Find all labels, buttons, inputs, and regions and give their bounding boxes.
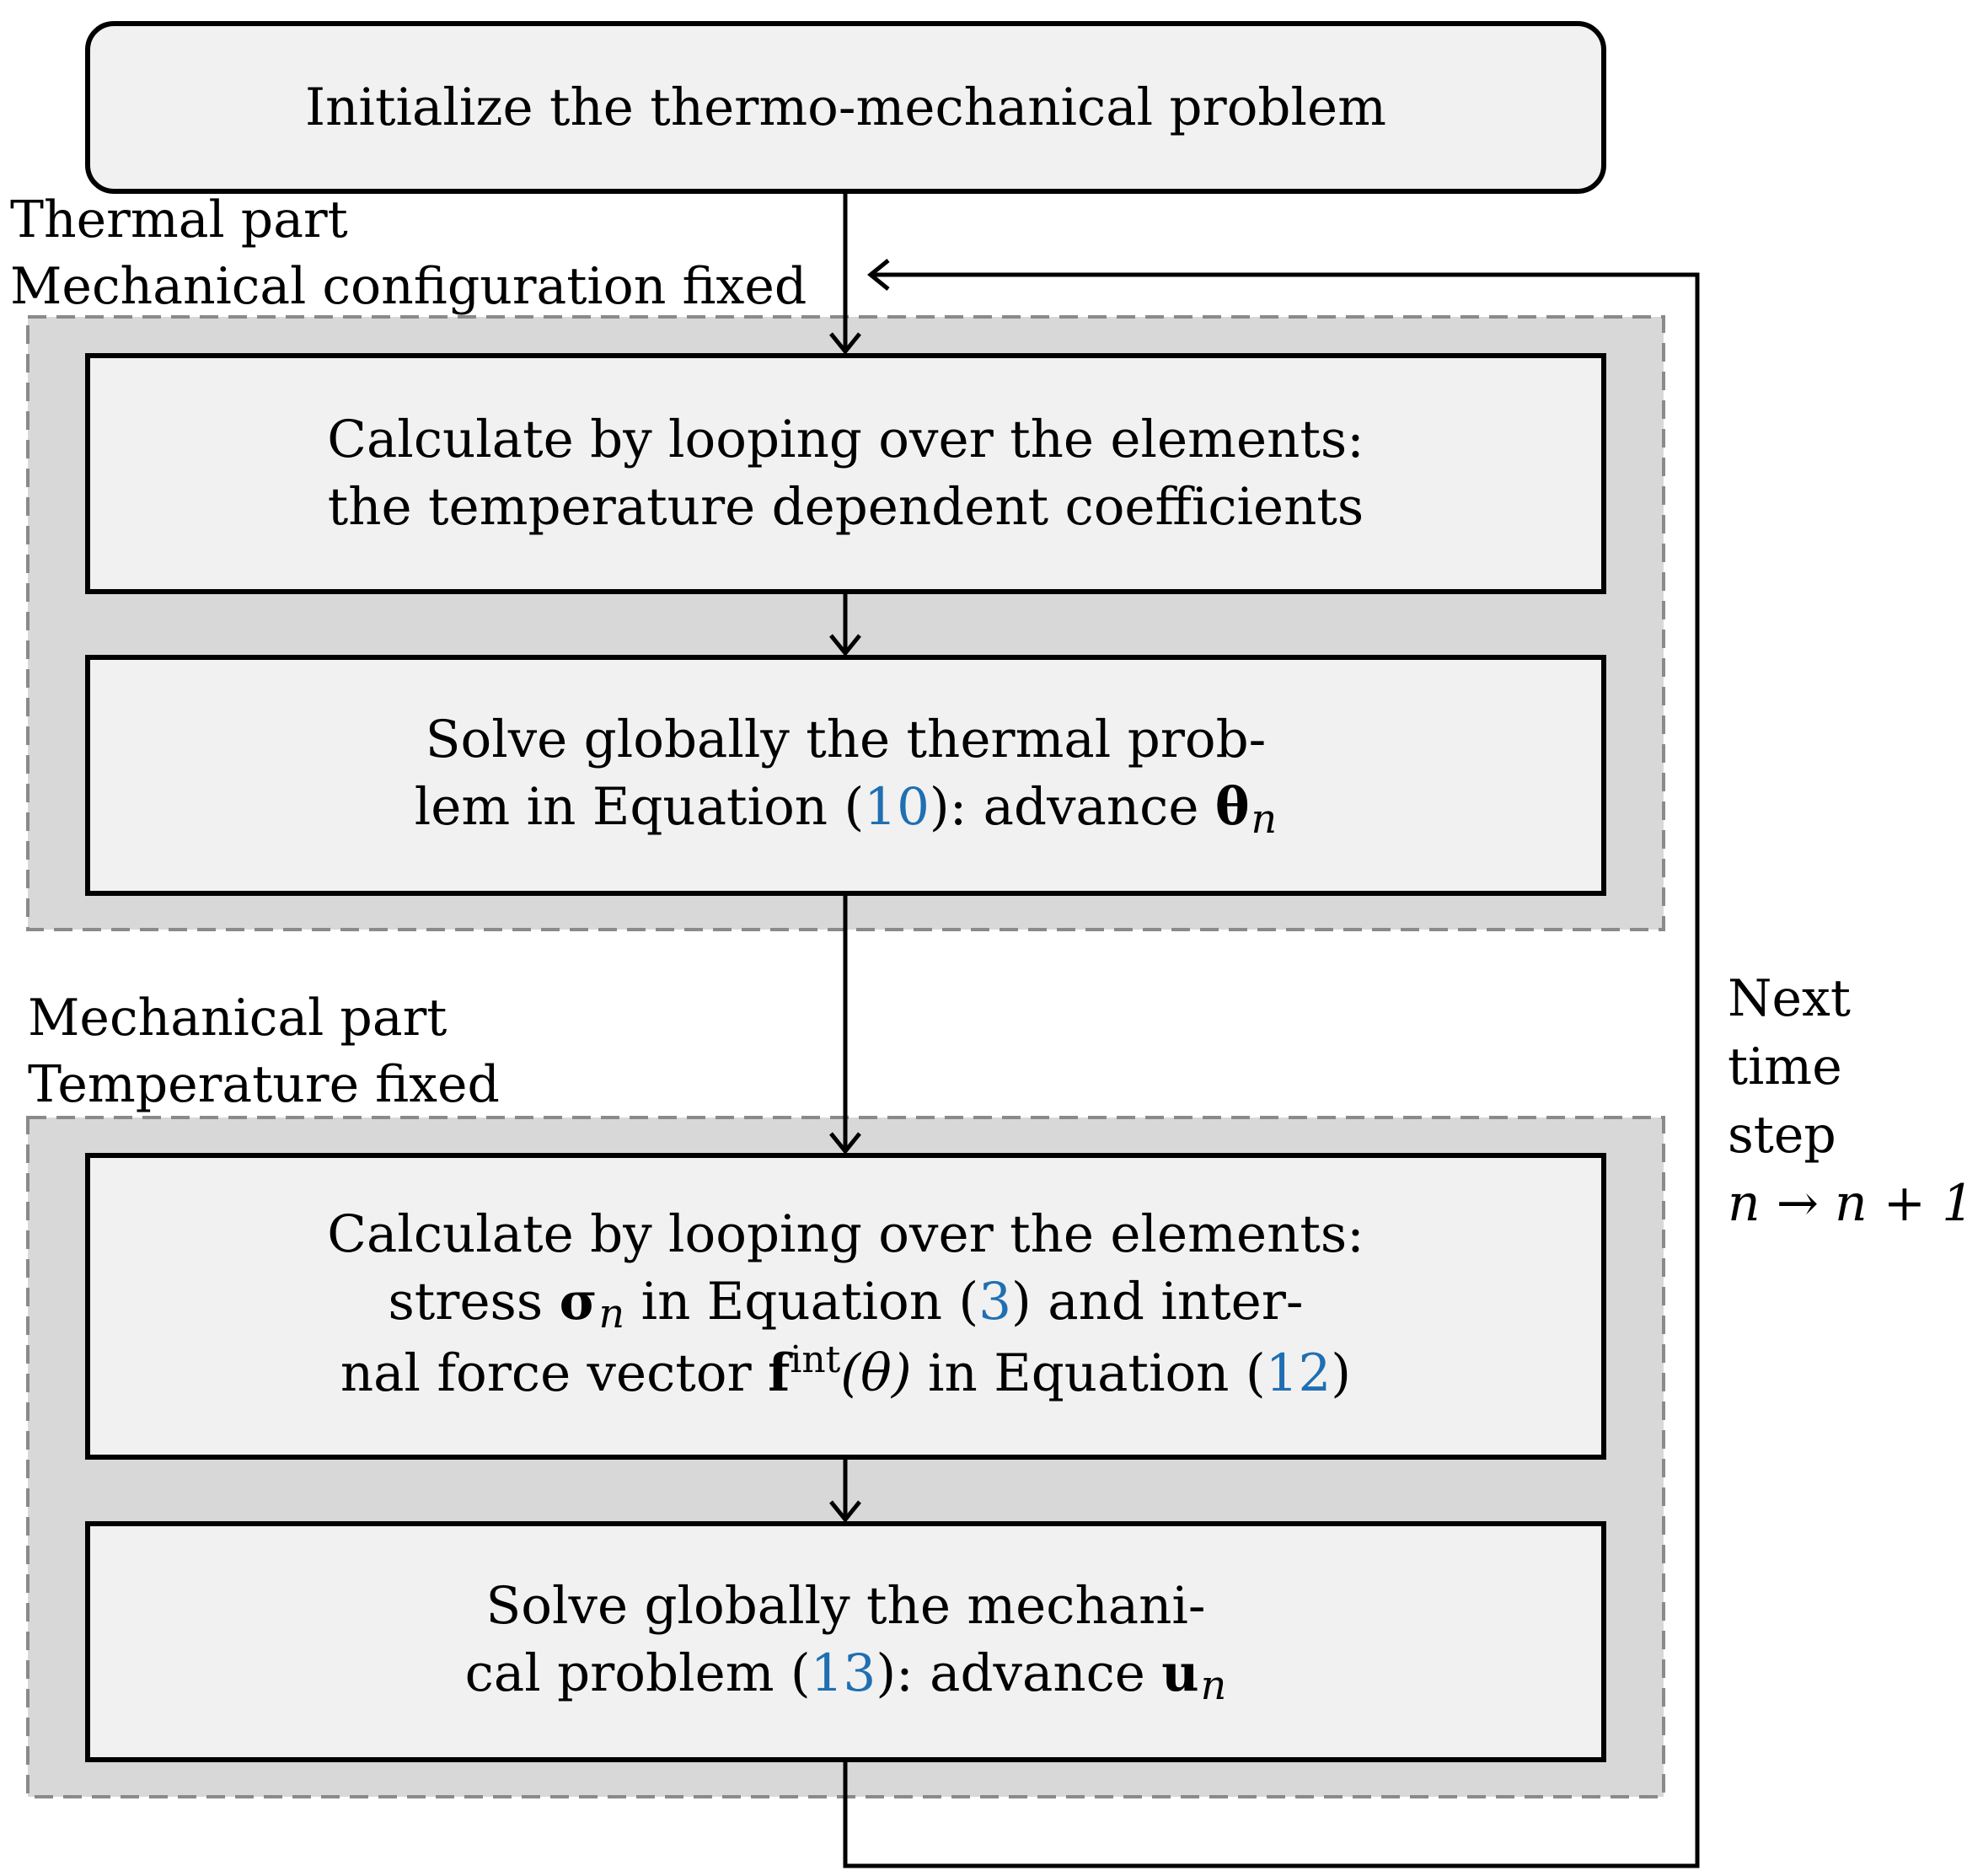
mechanical-box1-line2-mid: in Equation (	[624, 1271, 979, 1332]
equation-ref-3[interactable]: 3	[978, 1271, 1012, 1332]
theta-symbol: θ	[1214, 776, 1250, 837]
thermal-group-label: Thermal part Mechanical configuration fi…	[10, 187, 807, 320]
thermal-box2-line2: lem in Equation (10): advance θn	[415, 774, 1277, 845]
next-time-step-label: Next time step n → n + 1	[1728, 965, 1974, 1238]
mechanical-box2-prefix: cal problem (	[464, 1643, 811, 1703]
thermal-solve-box: Solve globally the thermal prob- lem in …	[85, 655, 1606, 896]
equation-ref-13[interactable]: 13	[810, 1643, 876, 1703]
mechanical-box1-line3-suffix: )	[1331, 1343, 1352, 1403]
loop-label-line1: Next	[1728, 969, 1851, 1028]
mechanical-box1-line3-prefix: nal force vector	[340, 1343, 769, 1403]
theta-subscript: n	[1251, 796, 1278, 843]
init-text: Initialize the thermo-mechanical problem	[305, 77, 1386, 137]
mechanical-box1-line3: nal force vector fint(θ) in Equation (12…	[340, 1338, 1352, 1412]
arrowhead-mechanical-stress-to-solve	[829, 1500, 861, 1523]
thermal-box2-mid: ): advance	[929, 776, 1215, 837]
u-symbol: u	[1161, 1643, 1199, 1703]
equation-ref-12[interactable]: 12	[1265, 1343, 1332, 1403]
thermal-box2-prefix: lem in Equation (	[414, 776, 865, 837]
thermal-box1-line2: the temperature dependent coefficients	[327, 477, 1364, 537]
loop-back-line	[843, 272, 1700, 1868]
loop-label-line2: time	[1728, 1037, 1842, 1096]
mechanical-box1-line2: stress σn in Equation (3) and inter-	[388, 1268, 1303, 1340]
loop-back-arrowhead	[867, 259, 890, 291]
mechanical-label-line2: Temperature fixed	[28, 1055, 500, 1114]
arrowhead-thermal-coefficients-to-solve	[829, 634, 861, 657]
mechanical-box2-mid: ): advance	[876, 1643, 1162, 1703]
arrowhead-thermal-to-mechanical	[829, 1132, 861, 1155]
mechanical-solve-box: Solve globally the mechani- cal problem …	[85, 1521, 1606, 1762]
mechanical-box1-line3-mid: in Equation (	[911, 1343, 1266, 1403]
mechanical-box1-line2-suffix: ) and inter-	[1011, 1271, 1304, 1332]
mechanical-box1-line1: Calculate by looping over the elements:	[327, 1203, 1364, 1264]
mechanical-label-line1: Mechanical part	[28, 989, 448, 1048]
equation-ref-10[interactable]: 10	[864, 776, 930, 837]
f-argument: (θ)	[840, 1343, 912, 1403]
loop-label-line3: step	[1728, 1106, 1836, 1165]
thermal-box1-line1: Calculate by looping over the elements:	[327, 410, 1364, 469]
mechanical-box2-line2: cal problem (13): advance un	[465, 1640, 1227, 1712]
init-box: Initialize the thermo-mechanical problem	[85, 21, 1606, 194]
f-superscript: int	[790, 1338, 841, 1382]
thermal-box2-line1: Solve globally the thermal prob-	[425, 709, 1267, 769]
thermal-label-line1: Thermal part	[10, 190, 348, 249]
f-symbol: f	[768, 1343, 791, 1403]
sigma-subscript: n	[598, 1290, 625, 1337]
arrowhead-init-to-thermal	[829, 332, 861, 355]
loop-label-line4: n → n + 1	[1728, 1174, 1975, 1233]
thermal-label-line2: Mechanical configuration fixed	[10, 257, 807, 316]
thermal-coefficients-box: Calculate by looping over the elements: …	[85, 353, 1606, 594]
sigma-symbol: σ	[559, 1271, 598, 1332]
u-subscript: n	[1200, 1662, 1227, 1709]
mechanical-stress-box: Calculate by looping over the elements: …	[85, 1153, 1606, 1460]
mechanical-box1-line2-prefix: stress	[388, 1271, 560, 1332]
mechanical-box2-line1: Solve globally the mechani-	[485, 1575, 1206, 1636]
mechanical-group-label: Mechanical part Temperature fixed	[28, 985, 500, 1118]
